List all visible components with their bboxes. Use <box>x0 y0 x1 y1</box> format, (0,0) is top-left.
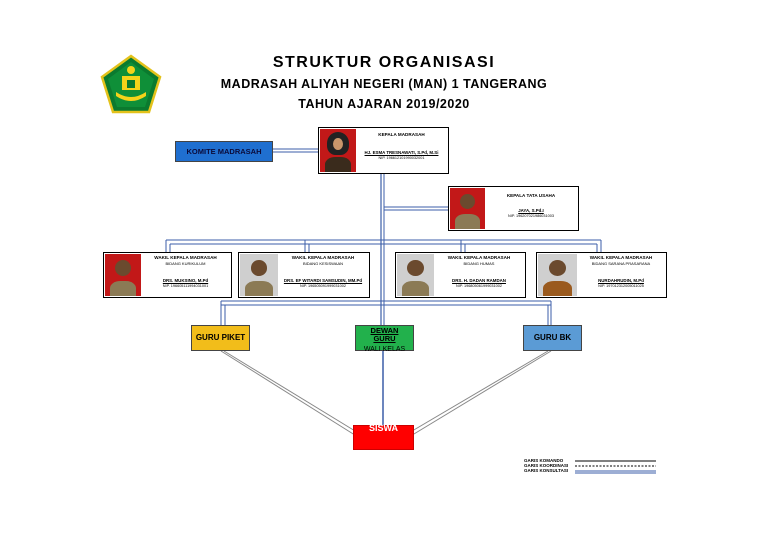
wakil-name: DRS. MUKSINO, M.Pd <box>162 278 209 283</box>
wakil-dept: BIDANG KESISWAAN <box>302 261 344 266</box>
dewan-guru-label-2: GURU <box>373 334 396 343</box>
line-piket-siswa <box>220 350 359 438</box>
guru-piket-box: GURU PIKET <box>191 325 250 351</box>
kepala-role: KEPALA MADRASAH <box>378 132 425 137</box>
wakil-sarana-box: WAKIL KEPALA MADRASAH BIDANG SARANA PRAS… <box>536 252 667 298</box>
wakil-kurikulum-box: WAKIL KEPALA MADRASAH BIDANG KURIKULUM D… <box>103 252 232 298</box>
dewan-guru-box: DEWAN GURU <box>355 325 414 351</box>
wakil-role: WAKIL KEPALA MADRASAH <box>291 255 355 260</box>
wakil-photo <box>397 254 434 296</box>
wakil-nip: NIP. 196605111994031001 <box>162 284 209 288</box>
wakil-name: DRS. H. DADAN RAMDAN <box>452 278 506 283</box>
wakil-dept: BIDANG HUMAS <box>463 261 495 266</box>
tata-usaha-name: JAYA, S.Pd.I <box>518 208 544 213</box>
komite-madrasah-box: KOMITE MADRASAH <box>175 141 273 162</box>
school-name: MADRASAH ALIYAH NEGERI (MAN) 1 TANGERANG <box>220 77 548 91</box>
line-bk-siswa <box>408 350 552 438</box>
legend-komando: GARIS KOMANDO <box>524 458 564 463</box>
legend-koordinasi: GARIS KOORDINASI <box>524 463 569 468</box>
kepala-tata-usaha-box: KEPALA TATA USAHA JAYA, S.Pd.I NIP. 1962… <box>448 186 579 231</box>
kepala-madrasah-box: KEPALA MADRASAH HJ. ESMA TRESNAWATI, S.P… <box>318 127 449 174</box>
dewan-guru-label-1: DEWAN <box>370 326 399 335</box>
wakil-nip: NIP. 196805061999031002 <box>456 284 502 288</box>
tata-usaha-photo <box>450 188 485 229</box>
kepala-name: HJ. ESMA TRESNAWATI, S.Pd, M.Si <box>364 150 439 155</box>
academic-year: TAHUN AJARAN 2019/2020 <box>298 97 470 111</box>
wakil-dept: BIDANG SARANA PRASARANA <box>591 261 651 266</box>
wakil-role: WAKIL KEPALA MADRASAH <box>447 255 511 260</box>
kepala-nip: NIP. 196612101990032001 <box>378 156 425 160</box>
wakil-kesiswaan-box: WAKIL KEPALA MADRASAH BIDANG KESISWAAN D… <box>238 252 370 298</box>
wakil-photo <box>538 254 577 296</box>
wakil-role: WAKIL KEPALA MADRASAH <box>589 255 653 260</box>
guru-bk-box: GURU BK <box>523 325 582 351</box>
kemenag-logo-icon <box>100 54 162 114</box>
wakil-nip: NIP. 196505091999031002 <box>300 284 346 288</box>
wakil-role: WAKIL KEPALA MADRASAH <box>154 255 217 260</box>
wakil-name: NURDAHRUDIN, M.Pd <box>598 278 644 283</box>
page-title: STRUKTUR ORGANISASI <box>272 54 496 71</box>
wakil-nip: NIP. 197012312005011025 <box>598 284 644 288</box>
tata-usaha-role: KEPALA TATA USAHA <box>506 193 556 198</box>
kepala-photo <box>320 129 356 172</box>
wakil-dept: BIDANG KURIKULUM <box>165 261 206 266</box>
wakil-humas-box: WAKIL KEPALA MADRASAH BIDANG HUMAS DRS. … <box>395 252 526 298</box>
wakil-photo <box>240 254 278 296</box>
wali-kelas-label: WALI KELAS <box>363 346 406 353</box>
wakil-photo <box>105 254 141 296</box>
siswa-box: SISWA <box>353 424 414 450</box>
wakil-name: DRS. EF WITARDI SAMSUDIN, MM.Pd <box>283 278 363 283</box>
tata-usaha-nip: NIP. 196207021986031003 <box>508 214 554 218</box>
legend-konsultasi: GARIS KONSULTASI <box>524 468 569 473</box>
